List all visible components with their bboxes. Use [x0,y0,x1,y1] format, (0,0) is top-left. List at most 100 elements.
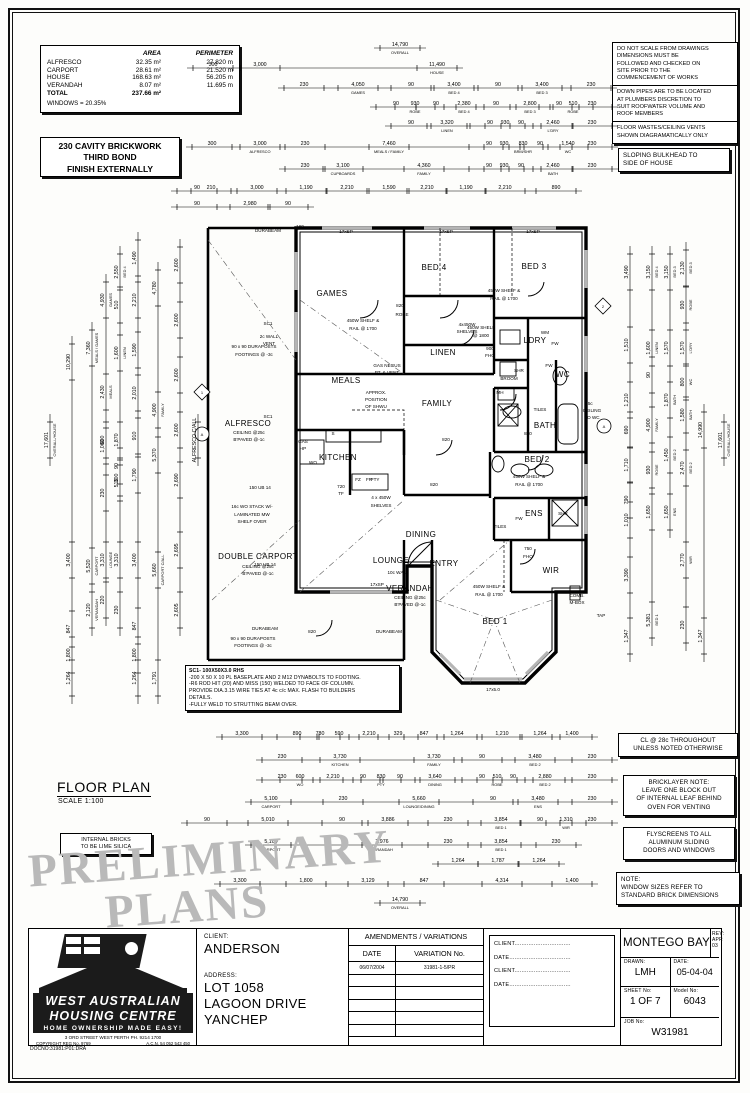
plan-annotation: SHR [514,368,524,373]
internal-bricks-note: INTERNAL BRICKS TO BE LIME SILICA [60,833,152,856]
plan-annotation: 10c WALL [387,570,408,575]
page-title: FLOOR PLAN [57,779,151,797]
dimension-value: 300 [208,141,217,147]
svg-text:A: A [603,424,606,429]
dimension-value: 1,600 [114,346,120,359]
plan-scale-label: SCALE 1:100 [58,798,104,805]
plan-annotation: LAMINATED MW [234,512,270,517]
dimension-value: 230 [588,774,597,780]
plan-annotation: FOOTINGS @ -3c [235,352,273,357]
dimension-value: 14,990 [698,422,704,438]
dimension-value: 2,470 [680,461,686,474]
signoff-date-2[interactable]: DATE................................... [494,981,571,988]
do-not-scale-note: DO NOT SCALE FROM DRAWINGS DIMENSIONS MU… [613,43,737,87]
dimension-value: ALFRESCO C/ALL [192,418,198,463]
address-line-3: YANCHEP [204,1012,268,1027]
dimension-value: 10,290 [66,354,72,370]
wall-outlines [206,226,588,685]
plan-annotation: GAS [298,439,308,444]
dimension-value: 90 [486,141,492,147]
dimension-value: 90 [204,817,210,823]
plan-annotation: TO WC [584,415,600,420]
plan-annotation: FZ [355,477,361,482]
dimension-value: 3,100 [336,163,349,169]
dimension-value: 5,370 [152,448,158,461]
plan-annotation: 820 [396,303,404,308]
dimension-value: 1,570 [664,341,670,354]
dimension-strings-right: 3,4901,5101,2106901,7107901,0103,3901,34… [624,242,731,662]
dimension-value: 90 [537,817,543,823]
amendments-col-variation: VARIATION No. [414,949,465,958]
dimension-value: 2,210 [340,185,353,191]
dimension-sublabel: L'DRY [688,342,693,353]
dimension-value: 90 [510,774,516,780]
plan-annotation: 16c WO STACK W/- [231,504,273,509]
dimension-value: 3,886 [381,817,394,823]
plan-annotation: 900 [486,346,494,351]
plan-annotation: SHR [558,511,568,516]
plan-annotation: 450W SHELF & [347,318,379,323]
model-label: Model No: [673,988,699,994]
date-label: DATE: [673,959,689,965]
dimension-sublabel: GAMES [108,293,113,307]
plan-annotation: 820 [442,437,450,442]
plan-annotations: 450W SHELF &RAIL @ 1700ROBE8204x450WSHEL… [231,224,606,692]
dimension-sublabel: WIR [688,556,693,564]
dimension-value: 3,400 [447,82,460,88]
union-jack-icon [66,937,100,954]
signoff-date-1[interactable]: DATE................................... [494,954,571,961]
dimension-value: 1,310 [559,817,572,823]
dimension-sublabel: LOUNGE/DINING [403,804,434,809]
dimension-value: 1,010 [624,513,630,526]
plan-annotation: 450W SHELF [467,325,495,330]
dimension-sublabel: L'DRY [547,128,558,133]
dimension-value: 2,210 [420,185,433,191]
rev-label: REV: [711,931,725,937]
sc1-steel-column-note: SC1- 100X50X3.0 RHS -200 X 50 X 10 PL BA… [185,665,400,712]
dimension-value: 17,601 [718,432,724,448]
plan-annotation: RAIL @ 1700 [475,592,503,597]
dimension-value: 90 [479,774,485,780]
dimension-value: 1,060 [100,439,106,452]
signoff-client-1[interactable]: CLIENT................................ [494,941,571,947]
dimension-value: 780 [316,731,325,737]
dimension-value: 90 [556,101,562,107]
drawing-identification: MONTEGO BAY REV: APR 03 DRAWN: LMH DATE:… [621,929,724,1045]
room-label: BATH [534,421,556,430]
dimension-value: 3,854 [494,839,507,845]
dimension-value: 7,360 [86,341,92,354]
dimension-sublabel: BED 2 [672,449,677,460]
dimension-value: 2,460 [546,120,559,126]
model-no-cell: Model No: 6043 [669,987,720,1017]
dimension-value: 1,264 [532,858,545,864]
company-legal: COPYRIGHT REG No. 9769 A.C.N. 54 052 543… [33,1041,193,1046]
dimension-value: 2,210 [132,293,138,306]
plan-annotation: SHELVES [371,503,392,508]
dimension-value: 230 [588,796,597,802]
dimension-sublabel: CARPORT [262,847,282,852]
dimension-value: 3,490 [624,265,630,278]
dimension-value: 930 [680,301,686,310]
dimension-sublabel: OVERALL/HOUSE [726,423,731,456]
room-label: BED 4 [421,263,446,272]
dimension-value: 3,000 [250,185,263,191]
sheet-label: SHEET No: [624,988,652,994]
drawn-cell: DRAWN: LMH [621,958,670,986]
dimension-value: 890 [293,731,302,737]
dimension-value: 1,791 [152,671,158,684]
plan-annotation: B'PAVED @-1c [233,437,265,442]
dimension-value: 2,210 [362,731,375,737]
plan-annotation: DURABEAM [255,228,281,233]
plan-annotation: FOOTINGS @ -3c [234,643,272,648]
dimension-value: 230 [588,754,597,760]
dimension-value: 510 [114,301,120,310]
dimension-value: 3,400 [66,553,72,566]
dimension-value: 2,210 [326,774,339,780]
signoff-client-2[interactable]: CLIENT................................ [494,968,571,974]
svg-text:1: 1 [201,390,204,395]
room-label: WIR [543,566,560,575]
dimension-sublabel: OVERALL/HOUSE [52,423,57,456]
dimension-sublabel: MEALS [108,385,113,399]
